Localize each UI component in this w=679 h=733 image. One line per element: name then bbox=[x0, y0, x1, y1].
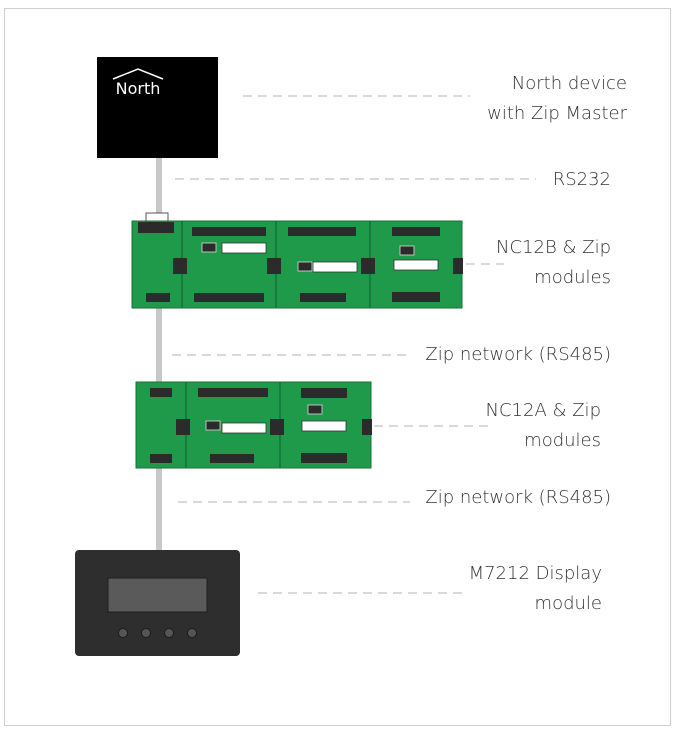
leader-lines bbox=[172, 95, 536, 594]
label-nc12b: NC12B & Zip modules bbox=[496, 233, 611, 293]
zip-network-cable-1 bbox=[156, 306, 162, 384]
label-line: North device bbox=[511, 73, 627, 94]
rs232-cable bbox=[156, 157, 162, 223]
label-line: Zip network (RS485) bbox=[425, 344, 611, 365]
house-roof-icon bbox=[112, 68, 164, 80]
display-screen bbox=[107, 577, 208, 613]
display-button-1 bbox=[118, 628, 128, 638]
label-line: modules bbox=[524, 430, 601, 451]
nc12b-board bbox=[131, 212, 463, 309]
display-button-3 bbox=[164, 628, 174, 638]
label-zip-network-1: Zip network (RS485) bbox=[425, 340, 611, 370]
zip-network-cable-2 bbox=[156, 468, 162, 550]
nc12a-board bbox=[135, 381, 372, 469]
north-device: North bbox=[97, 57, 218, 158]
label-line: with Zip Master bbox=[487, 103, 627, 124]
diagram-frame bbox=[4, 8, 671, 726]
label-line: M7212 Display bbox=[468, 563, 602, 584]
label-line: RS232 bbox=[552, 169, 611, 190]
label-north-device: North device with Zip Master bbox=[487, 69, 627, 129]
label-m7212: M7212 Display module bbox=[469, 559, 602, 619]
label-line: Zip network (RS485) bbox=[425, 487, 611, 508]
m7212-display bbox=[75, 550, 240, 656]
label-line: NC12B & Zip bbox=[496, 237, 611, 258]
label-rs232: RS232 bbox=[553, 165, 611, 195]
label-zip-network-2: Zip network (RS485) bbox=[425, 483, 611, 513]
label-line: modules bbox=[534, 267, 611, 288]
display-button-4 bbox=[187, 628, 197, 638]
display-button-2 bbox=[141, 628, 151, 638]
north-logo: North bbox=[116, 79, 161, 98]
label-nc12a: NC12A & Zip modules bbox=[486, 396, 602, 456]
label-line: module bbox=[534, 593, 602, 614]
label-line: NC12A & Zip bbox=[485, 400, 602, 421]
